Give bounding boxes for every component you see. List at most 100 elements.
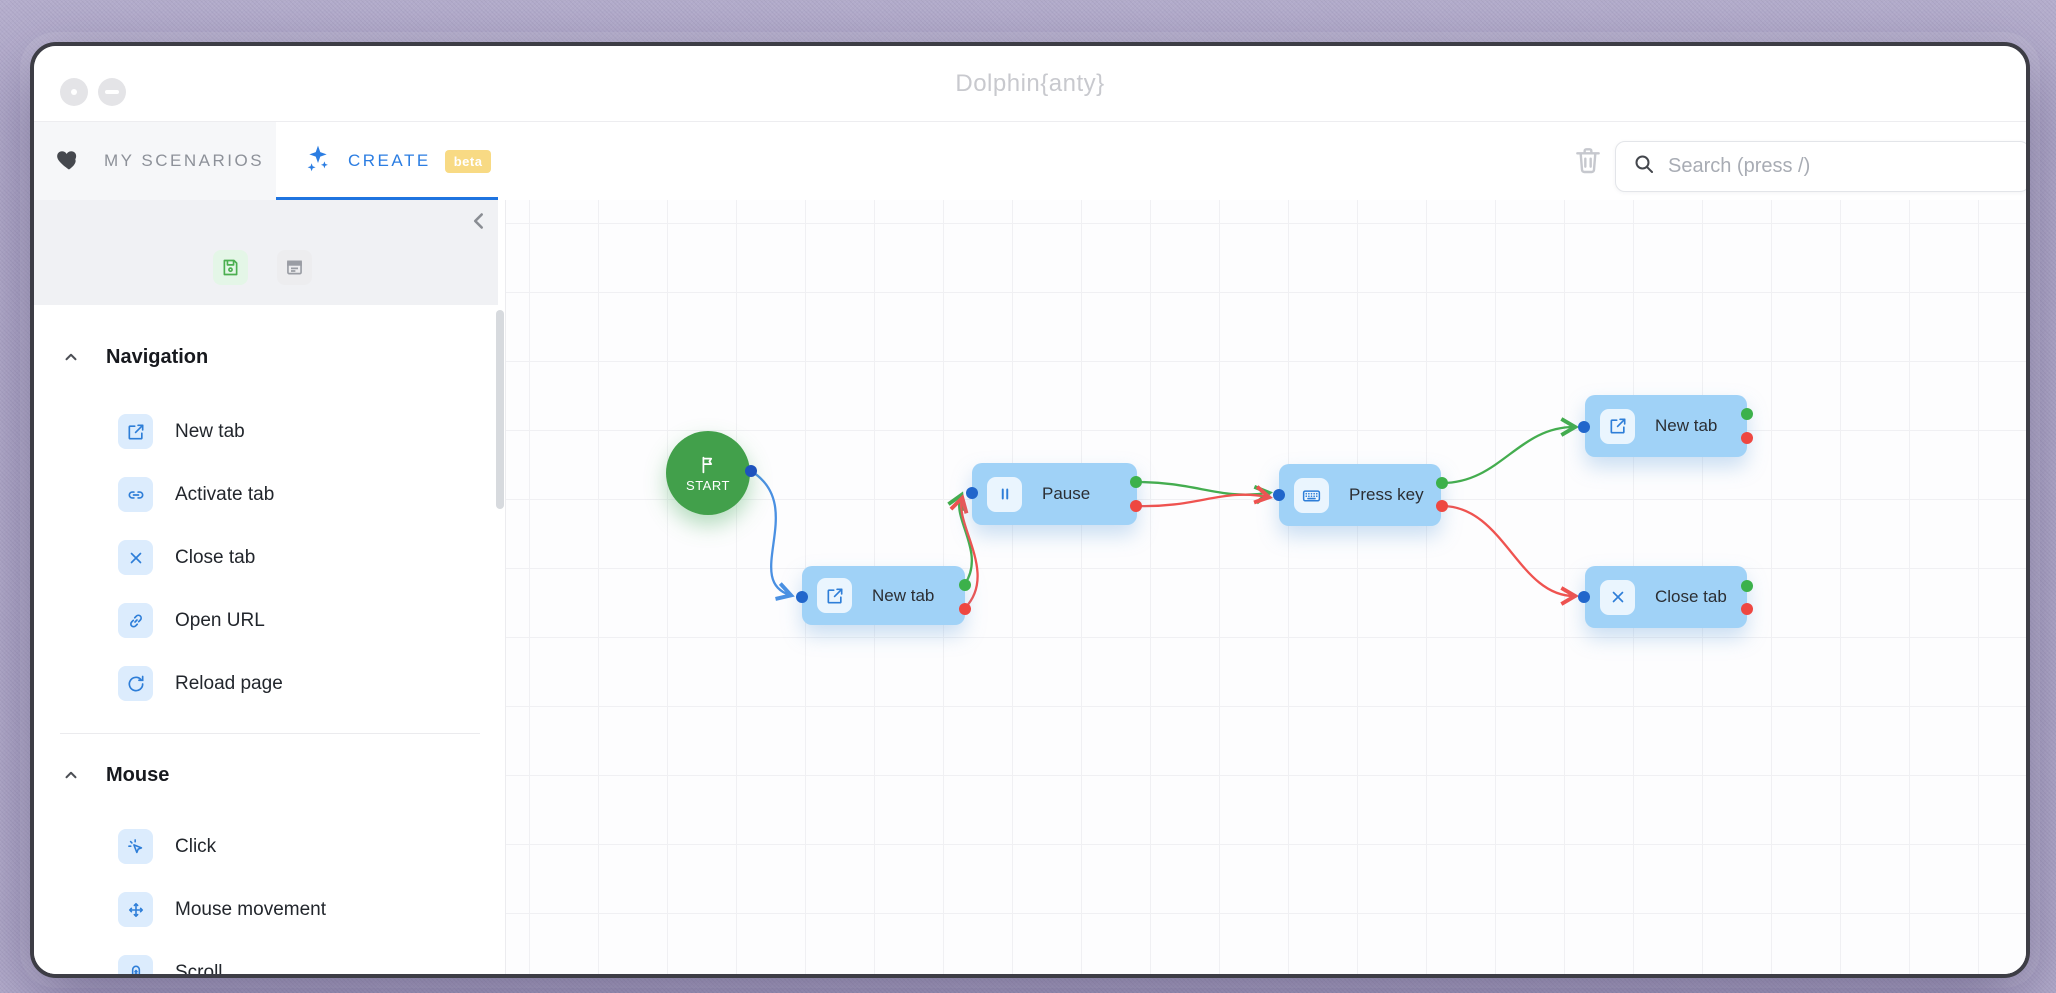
sidebar-item-label: Mouse movement <box>175 898 327 920</box>
port-closetab-success[interactable] <box>1741 580 1753 592</box>
beta-badge: beta <box>444 149 492 173</box>
port-newtab1-success[interactable] <box>959 579 971 591</box>
sidebar-item-label: Reload page <box>175 672 283 694</box>
port-presskey-error[interactable] <box>1436 500 1448 512</box>
port-newtab2-error[interactable] <box>1741 432 1753 444</box>
port-newtab2-input[interactable] <box>1578 421 1590 433</box>
sidebar-item-mouse-movement[interactable]: Mouse movement <box>118 892 488 927</box>
pause-icon <box>987 476 1022 512</box>
port-start-output[interactable] <box>745 465 757 477</box>
close-tab-icon <box>118 540 153 575</box>
notes-icon <box>287 260 302 275</box>
sidebar-toolbar <box>34 200 498 305</box>
node-label: Press key <box>1349 485 1424 504</box>
close-tab-icon <box>1600 579 1635 615</box>
section-divider <box>60 733 480 734</box>
edge-newtab-error-to-pause <box>949 494 979 610</box>
window-body: Navigation New tab Activate tab <box>34 200 2026 974</box>
activate-tab-icon <box>118 477 153 512</box>
node-label: Pause <box>1042 484 1091 503</box>
tab-bar: MY SCENARIOS CREATE beta <box>34 122 2026 200</box>
tab-my-scenarios-label: MY SCENARIOS <box>104 151 265 170</box>
active-tab-underline <box>276 197 498 200</box>
tab-create[interactable]: CREATE beta <box>276 122 498 200</box>
sidebar-item-reload-page[interactable]: Reload page <box>118 666 488 701</box>
title-bar: Dolphin{anty} <box>34 46 2026 122</box>
port-closetab-input[interactable] <box>1578 591 1590 603</box>
section-mouse-label: Mouse <box>106 763 170 786</box>
search-input[interactable] <box>1668 155 2013 178</box>
section-navigation[interactable]: Navigation <box>34 342 494 372</box>
port-newtab2-success[interactable] <box>1741 408 1753 420</box>
tab-create-label: CREATE <box>348 151 431 170</box>
reload-page-icon <box>118 666 153 701</box>
edge-start-to-newtab <box>749 469 795 601</box>
minimize-icon <box>105 90 119 94</box>
sidebar-item-close-tab[interactable]: Close tab <box>118 540 488 575</box>
search-box <box>1615 141 2026 192</box>
chevron-up-icon <box>65 353 77 361</box>
sidebar-item-label: Scroll <box>175 961 223 975</box>
sidebar-item-label: Close tab <box>175 546 256 568</box>
mouse-movement-icon <box>118 892 153 927</box>
sparkles-icon <box>302 143 334 180</box>
sidebar-item-open-url[interactable]: Open URL <box>118 603 488 638</box>
sidebar-item-label: Open URL <box>175 609 265 631</box>
edge-pause-error-to-presskey <box>1134 485 1273 508</box>
sidebar-item-label: Activate tab <box>175 483 275 505</box>
flag-icon <box>702 456 713 473</box>
app-title: Dolphin{anty} <box>955 70 1105 97</box>
section-navigation-label: Navigation <box>106 345 209 368</box>
delete-scenario-button[interactable] <box>1572 144 1604 176</box>
node-label: New tab <box>1655 416 1718 435</box>
node-new-tab-2[interactable]: New tab <box>1585 395 1747 457</box>
sidebar-scrollbar[interactable] <box>496 310 504 509</box>
app-window: Dolphin{anty} MY SCENARIOS CREATE <box>30 42 2030 978</box>
new-tab-icon <box>118 414 153 449</box>
port-pause-input[interactable] <box>966 487 978 499</box>
port-presskey-input[interactable] <box>1273 489 1285 501</box>
click-icon <box>118 829 153 864</box>
edge-presskey-success-to-newtab2 <box>1440 417 1580 485</box>
window-close-button[interactable] <box>60 78 88 106</box>
sidebar-item-scroll[interactable]: Scroll <box>118 955 488 974</box>
window-button-dot <box>71 89 77 95</box>
port-closetab-error[interactable] <box>1741 603 1753 615</box>
save-scenario-button[interactable] <box>213 250 248 285</box>
edge-presskey-error-to-closetab <box>1440 504 1580 606</box>
port-newtab1-error[interactable] <box>959 603 971 615</box>
edge-pause-success-to-presskey <box>1134 480 1273 505</box>
open-url-icon <box>118 603 153 638</box>
sidebar-item-click[interactable]: Click <box>118 829 488 864</box>
search-icon <box>1632 152 1656 181</box>
notes-button[interactable] <box>277 250 312 285</box>
node-start[interactable]: START <box>666 431 750 515</box>
sidebar-item-activate-tab[interactable]: Activate tab <box>118 477 488 512</box>
sidebar-item-new-tab[interactable]: New tab <box>118 414 488 449</box>
new-tab-icon <box>1600 408 1635 444</box>
sidebar-item-label: New tab <box>175 420 245 442</box>
chevron-up-icon <box>65 771 77 779</box>
sidebar-item-label: Click <box>175 835 217 857</box>
port-pause-success[interactable] <box>1130 476 1142 488</box>
port-newtab1-input[interactable] <box>796 591 808 603</box>
node-close-tab[interactable]: Close tab <box>1585 566 1747 628</box>
port-presskey-success[interactable] <box>1436 477 1448 489</box>
node-press-key[interactable]: Press key <box>1279 464 1441 526</box>
new-tab-icon <box>817 578 852 613</box>
scenario-canvas[interactable]: START New tab Paus <box>506 200 2026 974</box>
action-sidebar: Navigation New tab Activate tab <box>34 200 506 974</box>
port-pause-error[interactable] <box>1130 500 1142 512</box>
edge-layer <box>749 417 1580 610</box>
section-mouse[interactable]: Mouse <box>34 760 494 790</box>
node-label: New tab <box>872 585 935 605</box>
collapse-sidebar-button[interactable] <box>464 206 494 236</box>
scroll-icon <box>118 955 153 974</box>
node-pause[interactable]: Pause <box>972 463 1137 525</box>
heart-icon <box>54 145 84 178</box>
tab-my-scenarios[interactable]: MY SCENARIOS <box>34 122 276 200</box>
node-start-label: START <box>686 477 730 493</box>
window-minimize-button[interactable] <box>98 78 126 106</box>
node-new-tab-1[interactable]: New tab <box>802 566 965 625</box>
